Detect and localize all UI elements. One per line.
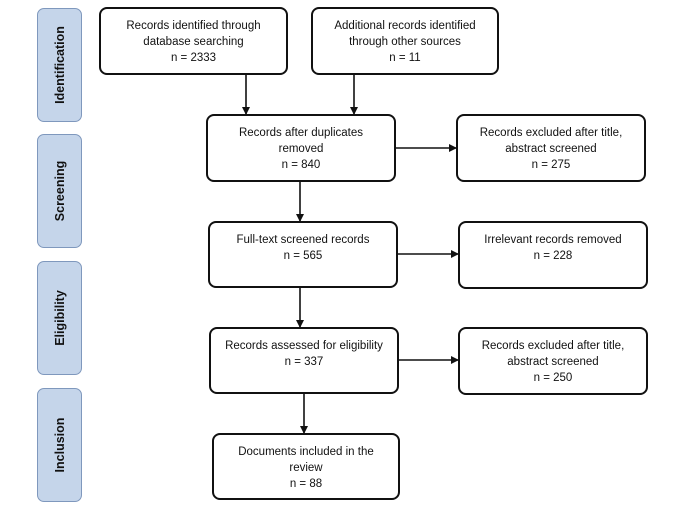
- box-irrelevant-removed: Irrelevant records removed n = 228: [458, 221, 648, 289]
- box-assessed-eligibility: Records assessed for eligibility n = 337: [209, 327, 399, 394]
- stage-identification: Identification: [37, 8, 82, 122]
- stage-screening: Screening: [37, 134, 82, 248]
- box-database-records: Records identified through database sear…: [99, 7, 288, 75]
- stage-identification-label: Identification: [52, 26, 67, 104]
- stage-eligibility-label: Eligibility: [52, 290, 67, 346]
- stage-inclusion: Inclusion: [37, 388, 82, 502]
- box-excluded-after-eligibility: Records excluded after title, abstract s…: [458, 327, 648, 395]
- box-other-sources: Additional records identified through ot…: [311, 7, 499, 75]
- box-excluded-title-abstract: Records excluded after title, abstract s…: [456, 114, 646, 182]
- box-after-duplicates: Records after duplicates removed n = 840: [206, 114, 396, 182]
- box-fulltext-screened: Full-text screened records n = 565: [208, 221, 398, 288]
- box-documents-included: Documents included in the review n = 88: [212, 433, 400, 500]
- stage-inclusion-label: Inclusion: [52, 417, 67, 473]
- stage-screening-label: Screening: [52, 160, 67, 222]
- stage-eligibility: Eligibility: [37, 261, 82, 375]
